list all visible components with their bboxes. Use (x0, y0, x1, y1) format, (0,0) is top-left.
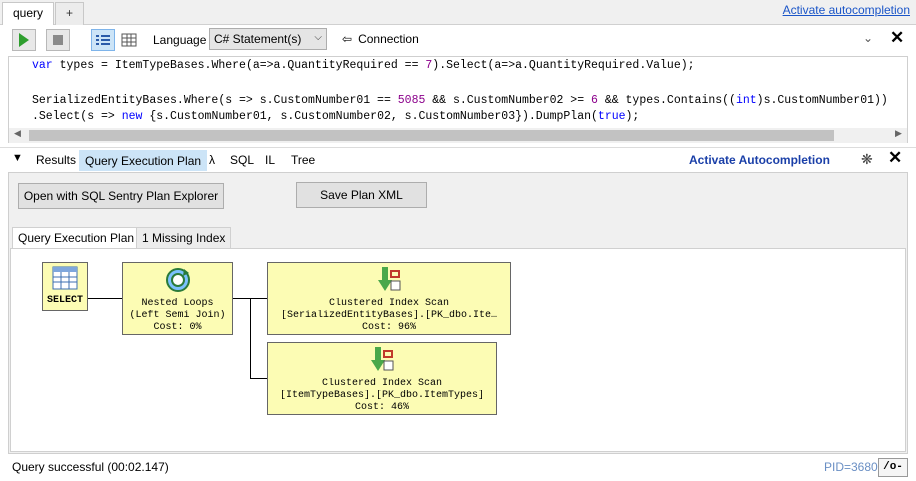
connection-label: Connection (358, 32, 419, 46)
scan2-object: [ItemTypeBases].[PK_dbo.ItemTypes] (279, 390, 485, 401)
toolbar: Language C# Statement(s) ⌵ ⇦ Connection ⌄… (0, 25, 916, 56)
connector-line (250, 378, 267, 379)
list-view-icon (96, 35, 110, 45)
connector-line (250, 298, 251, 378)
nested-loops-cost: Cost: 0% (153, 322, 202, 333)
save-plan-xml-button[interactable]: Save Plan XML (296, 182, 427, 208)
scan2-cost: Cost: 46% (354, 402, 409, 413)
nested-loops-node[interactable]: Nested Loops (Left Semi Join) Cost: 0% (122, 262, 233, 335)
index-scan-node-1[interactable]: Clustered Index Scan [SerializedEntityBa… (267, 262, 511, 335)
tab-il[interactable]: IL (265, 153, 276, 167)
play-icon (19, 33, 29, 47)
tab-lambda[interactable]: λ (209, 153, 215, 167)
language-select[interactable]: C# Statement(s) ⌵ (209, 28, 327, 50)
open-sql-sentry-button[interactable]: Open with SQL Sentry Plan Explorer (18, 183, 224, 209)
scan1-object: [SerializedEntityBases].[PK_dbo.Ite… (280, 310, 498, 321)
stop-icon (53, 35, 63, 45)
collapse-chevron-icon[interactable]: ⌄ (863, 31, 874, 45)
scroll-right-icon[interactable]: ▶ (895, 128, 902, 138)
code-line-4: .Select(s => new {s.CustomNumber01, s.Cu… (32, 110, 640, 123)
code-line-3: SerializedEntityBases.Where(s => s.Custo… (32, 94, 888, 107)
index-scan-node-2[interactable]: Clustered Index Scan [ItemTypeBases].[PK… (267, 342, 497, 415)
clustered-index-scan-icon (371, 347, 394, 371)
status-text: Query successful (00:02.147) (12, 460, 169, 474)
connector-line (88, 298, 122, 299)
connection-arrow-icon: ⇦ (342, 32, 353, 46)
chevron-down-icon: ⌵ (314, 32, 322, 43)
spinner-icon: ❋ (861, 151, 873, 167)
activate-autocompletion-link[interactable]: Activate autocompletion (782, 3, 910, 17)
status-bar: Query successful (00:02.147) PID=3680 /o… (0, 456, 916, 481)
select-label: SELECT (46, 295, 83, 306)
run-button[interactable] (12, 29, 36, 51)
tab-sql[interactable]: SQL (230, 153, 255, 167)
connection-button[interactable]: ⇦ Connection (342, 32, 419, 46)
select-node[interactable]: SELECT (42, 262, 88, 311)
tab-query[interactable]: query (2, 2, 55, 25)
subtab-missing-index[interactable]: 1 Missing Index (136, 227, 232, 248)
stop-button[interactable] (46, 29, 70, 51)
grid-view-icon (121, 33, 137, 47)
close-results-icon[interactable]: ✕ (888, 148, 903, 167)
pid-label: PID=3680 (824, 460, 878, 474)
activate-autocompletion-button[interactable]: Activate Autocompletion (689, 153, 830, 167)
code-editor[interactable]: var types = ItemTypeBases.Where(a=>a.Qua… (8, 56, 908, 143)
optimize-toggle-button[interactable]: /o- (878, 458, 908, 477)
result-tab-strip: ▼ Results Query Execution Plan λ SQL IL … (0, 147, 916, 171)
scan1-cost: Cost: 96% (361, 322, 416, 333)
scan1-title: Clustered Index Scan (328, 298, 450, 309)
tab-tree[interactable]: Tree (291, 153, 316, 167)
tab-query-execution-plan[interactable]: Query Execution Plan (79, 150, 208, 171)
scroll-left-icon[interactable]: ◀ (14, 128, 21, 138)
document-tab-bar: query + Activate autocompletion (0, 0, 916, 25)
table-icon (52, 266, 78, 290)
code-line-1: var types = ItemTypeBases.Where(a=>a.Qua… (32, 59, 695, 72)
results-to-grid-button[interactable] (117, 29, 141, 51)
nested-loops-title: Nested Loops (141, 298, 214, 309)
language-label: Language (153, 33, 207, 47)
results-to-rich-text-button[interactable] (91, 29, 115, 51)
scrollbar-thumb[interactable] (29, 130, 834, 141)
collapse-triangle-icon[interactable]: ▼ (12, 152, 23, 164)
scan2-title: Clustered Index Scan (321, 378, 443, 389)
tab-results[interactable]: Results (36, 153, 77, 167)
nested-loops-icon (165, 268, 190, 292)
new-tab-button[interactable]: + (55, 2, 85, 25)
language-value: C# Statement(s) (214, 32, 302, 46)
nested-loops-subtitle: (Left Semi Join) (129, 310, 226, 321)
clustered-index-scan-icon (378, 267, 401, 291)
close-icon[interactable]: ✕ (890, 28, 905, 47)
subtab-query-execution-plan[interactable]: Query Execution Plan (12, 227, 141, 248)
